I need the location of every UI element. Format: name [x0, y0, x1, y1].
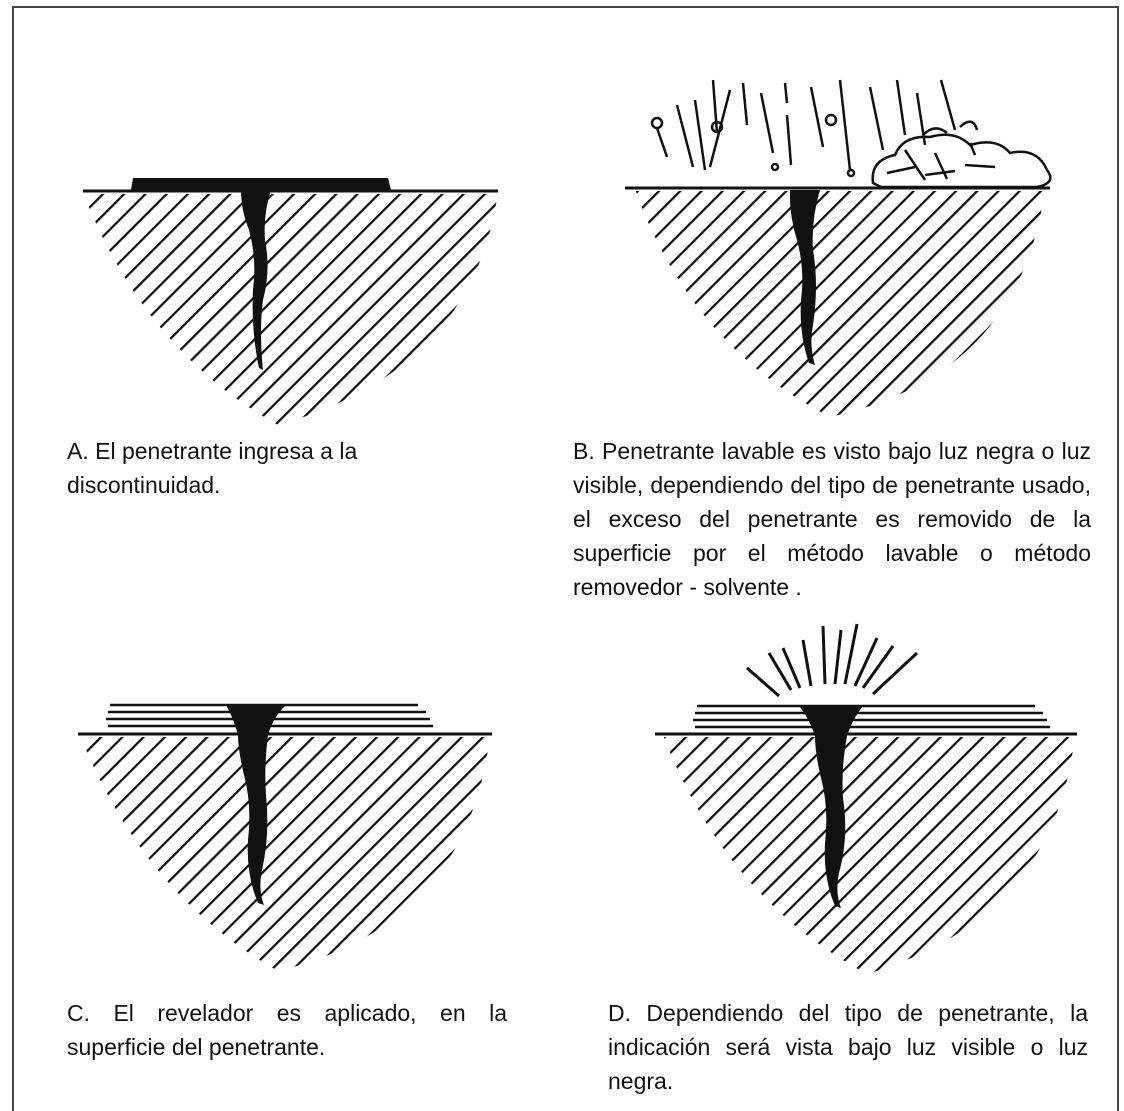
panel-d-diagram	[655, 618, 1085, 978]
hatch-material-icon	[80, 735, 490, 971]
indication-visible-illustration	[655, 623, 1085, 974]
panel-a-diagram	[83, 170, 503, 430]
caption-c: C. El revelador es aplicado, en la super…	[67, 1000, 507, 1060]
hatch-material-icon	[635, 189, 1045, 417]
penetrant-enters-crack-illustration	[83, 178, 498, 425]
rinse-spray-icon	[650, 79, 1052, 189]
crack-icon	[789, 190, 820, 365]
penetrant-layer	[131, 178, 391, 190]
caption-d: D. Dependiendo del tipo de penetrante, l…	[608, 1000, 1088, 1094]
crack-icon	[799, 706, 863, 908]
hatch-material-icon	[83, 192, 498, 425]
panel-c-diagram	[78, 695, 498, 975]
light-rays-icon	[746, 623, 919, 698]
caption-a: A. El penetrante ingresa a la discontinu…	[67, 438, 358, 498]
excess-removal-illustration	[625, 79, 1055, 417]
crack-icon	[241, 190, 271, 370]
developer-applied-illustration	[78, 703, 498, 971]
crack-icon	[226, 705, 286, 905]
hatch-material-icon	[663, 735, 1075, 974]
caption-b: B. Penetrante lavable es visto bajo luz …	[573, 438, 1091, 600]
panel-b-diagram	[625, 75, 1065, 420]
figure-frame	[12, 6, 1119, 1111]
developer-layer	[693, 704, 1050, 729]
